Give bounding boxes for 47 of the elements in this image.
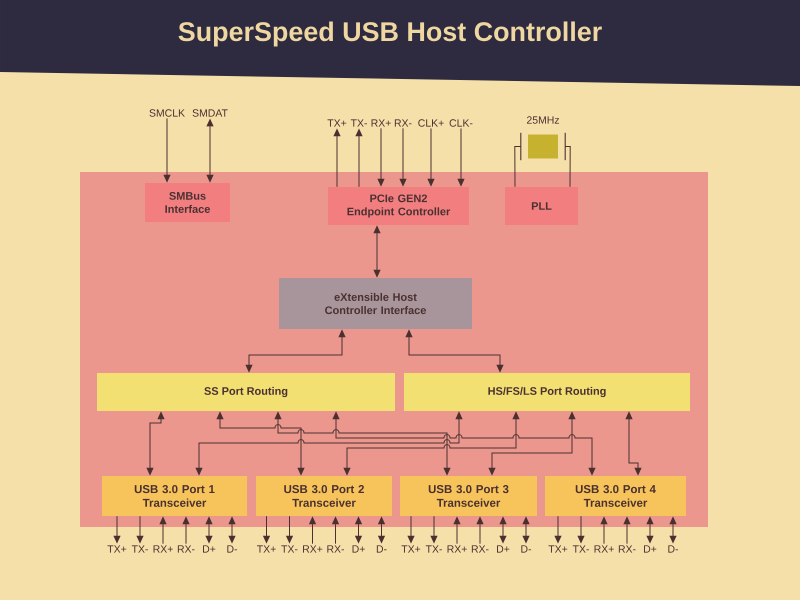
pin-label: D+ xyxy=(203,545,216,553)
routing-box: SS Port Routing xyxy=(97,373,395,411)
transceiver-box: USB 3.0 Port 3 Transceiver xyxy=(400,476,537,516)
pin-label: TX- xyxy=(350,119,367,127)
pin-label: TX- xyxy=(426,545,442,553)
pin-label: CLK+ xyxy=(418,119,444,127)
transceiver-box: USB 3.0 Port 2 Transceiver xyxy=(256,476,392,516)
connector-line xyxy=(564,146,571,188)
block-box: PCIe GEN2 Endpoint Controller xyxy=(328,187,469,225)
frequency-label: 25MHz xyxy=(526,116,560,124)
block-box: PLL xyxy=(505,187,578,225)
pin-label: RX+ xyxy=(372,119,391,127)
pin-label: D- xyxy=(227,545,238,553)
block-box: SMBus Interface xyxy=(145,183,230,222)
pin-label: RX- xyxy=(327,545,344,553)
pin-label: D- xyxy=(376,545,387,553)
interface-box: eXtensible Host Controller Interface xyxy=(279,278,472,329)
pin-label: RX- xyxy=(618,545,636,553)
pin-label: RX+ xyxy=(154,545,173,553)
pin-label: SMDAT xyxy=(192,109,228,117)
routing-box: HS/FS/LS Port Routing xyxy=(404,373,690,411)
pin-label: TX+ xyxy=(548,545,568,553)
pin-label: TX- xyxy=(281,545,298,553)
pin-label: D+ xyxy=(497,545,510,553)
pin-label: D- xyxy=(668,545,678,553)
pin-label: RX+ xyxy=(448,545,467,553)
pin-label: RX+ xyxy=(594,545,614,553)
pin-label: TX- xyxy=(132,545,148,553)
pin-label: D+ xyxy=(644,545,656,553)
pin-label: RX+ xyxy=(303,545,322,553)
title-banner: SuperSpeed USB Host Controller xyxy=(0,0,800,86)
pin-label: RX- xyxy=(472,545,489,553)
pin-label: TX+ xyxy=(108,545,126,553)
transceiver-box: USB 3.0 Port 4 Transceiver xyxy=(545,476,686,516)
crystal-symbol xyxy=(520,132,566,160)
pin-label: TX+ xyxy=(402,545,420,553)
pin-label: RX- xyxy=(394,119,412,127)
pin-label: D- xyxy=(521,545,532,553)
pin-label: CLK- xyxy=(450,119,472,127)
connector-line xyxy=(514,146,522,188)
pin-label: SMCLK xyxy=(149,109,185,117)
pin-label: TX+ xyxy=(328,119,346,127)
pin-label: RX- xyxy=(178,545,195,553)
transceiver-box: USB 3.0 Port 1 Transceiver xyxy=(102,476,247,516)
pin-label: TX+ xyxy=(257,545,276,553)
pin-label: D+ xyxy=(352,545,365,553)
pin-label: TX- xyxy=(572,545,589,553)
